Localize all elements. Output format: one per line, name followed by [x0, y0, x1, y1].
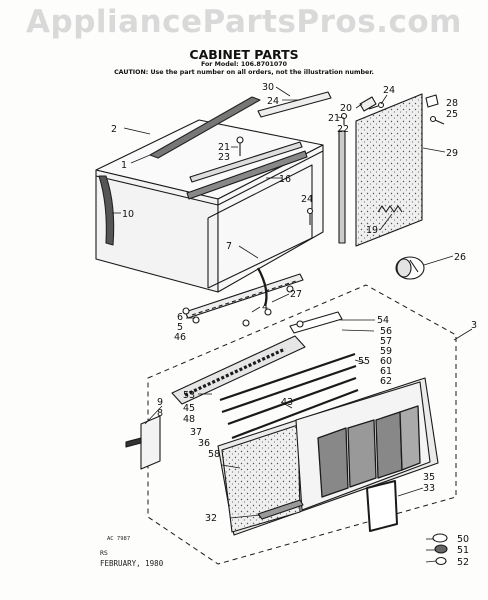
callout-1: 1 — [121, 160, 127, 171]
callout-61: 61 — [380, 366, 392, 377]
callout-9: 9 — [157, 397, 163, 408]
revision-date: FEBRUARY, 1980 — [100, 559, 164, 568]
callout-56: 56 — [380, 326, 392, 337]
callout-52: 52 — [457, 557, 469, 568]
callout-43: 43 — [281, 397, 293, 408]
base-mounting-rail — [182, 267, 304, 327]
spring-clips — [377, 205, 403, 213]
bottom-rail — [257, 499, 304, 520]
callout-55: 55 — [358, 356, 370, 367]
callout-50: 50 — [457, 534, 469, 545]
callout-25: 25 — [446, 109, 458, 120]
callout-2: 2 — [111, 124, 117, 135]
callout-29: 29 — [446, 148, 458, 159]
drawing-code: AC 7987 — [107, 536, 131, 542]
cross-channel — [186, 150, 308, 200]
callout-21-right: 21 — [328, 113, 340, 124]
callout-16: 16 — [279, 174, 291, 185]
callout-48: 48 — [183, 414, 195, 425]
front-grille — [217, 377, 439, 536]
top-angle — [257, 91, 332, 118]
access-door — [366, 480, 398, 532]
leader-lines — [112, 86, 473, 563]
filter-panel — [355, 93, 423, 247]
drafter-initials: RS — [100, 549, 108, 557]
watermark: AppliancePartsPros.com — [26, 4, 462, 40]
model-line: For Model: 106.8701070 — [200, 61, 288, 68]
callout-10: 10 — [122, 209, 134, 220]
bottom-washers — [432, 533, 448, 566]
callout-58: 58 — [208, 449, 220, 460]
callout-59: 59 — [380, 346, 392, 357]
callout-33: 33 — [423, 483, 435, 494]
caution-note: CAUTION: Use the part number on all orde… — [114, 69, 374, 76]
linkage-rods — [219, 352, 359, 440]
callout-8: 8 — [157, 408, 163, 419]
mounting-bracket — [359, 96, 377, 112]
callout-37: 37 — [190, 427, 202, 438]
callout-27: 27 — [290, 289, 302, 300]
callout-19: 19 — [366, 225, 378, 236]
callout-45: 45 — [183, 403, 195, 414]
callout-24-top: 24 — [267, 96, 279, 107]
side-bracket — [125, 415, 161, 470]
callout-57: 57 — [380, 336, 392, 347]
callout-24-right: 24 — [383, 85, 395, 96]
callout-7: 7 — [226, 241, 232, 252]
callout-32: 32 — [205, 513, 217, 524]
callout-3: 3 — [471, 320, 477, 331]
callout-60: 60 — [380, 356, 392, 367]
control-knob — [395, 256, 425, 280]
callout-35: 35 — [423, 472, 435, 483]
callout-62: 62 — [380, 376, 392, 387]
control-panel — [171, 311, 343, 405]
callout-30: 30 — [262, 82, 274, 93]
callout-21-left: 21 — [218, 142, 230, 153]
callout-23: 23 — [218, 152, 230, 163]
callout-20: 20 — [340, 103, 352, 114]
callout-labels: 2 1 30 24 21 23 16 10 24 7 20 21 22 24 2… — [111, 82, 477, 568]
callout-28: 28 — [446, 98, 458, 109]
cabinet-insulation-strip — [98, 175, 115, 246]
callout-4: 4 — [262, 302, 268, 313]
callout-24-mid: 24 — [301, 194, 313, 205]
diagram-title: CABINET PARTS — [189, 47, 299, 62]
callout-51: 51 — [457, 545, 469, 556]
callout-54: 54 — [377, 315, 389, 326]
cabinet-divider — [189, 141, 303, 183]
callout-6: 6 — [177, 312, 183, 323]
callout-5: 5 — [177, 322, 183, 333]
callout-36: 36 — [198, 438, 210, 449]
screw-set — [236, 101, 445, 225]
front-assembly-outline — [147, 284, 457, 565]
side-rod — [338, 130, 346, 244]
small-bracket — [425, 94, 439, 108]
callout-53: 53 — [183, 390, 195, 401]
callout-26: 26 — [454, 252, 466, 263]
callout-46: 46 — [174, 332, 186, 343]
top-rail — [149, 96, 261, 159]
callout-22: 22 — [337, 124, 349, 135]
